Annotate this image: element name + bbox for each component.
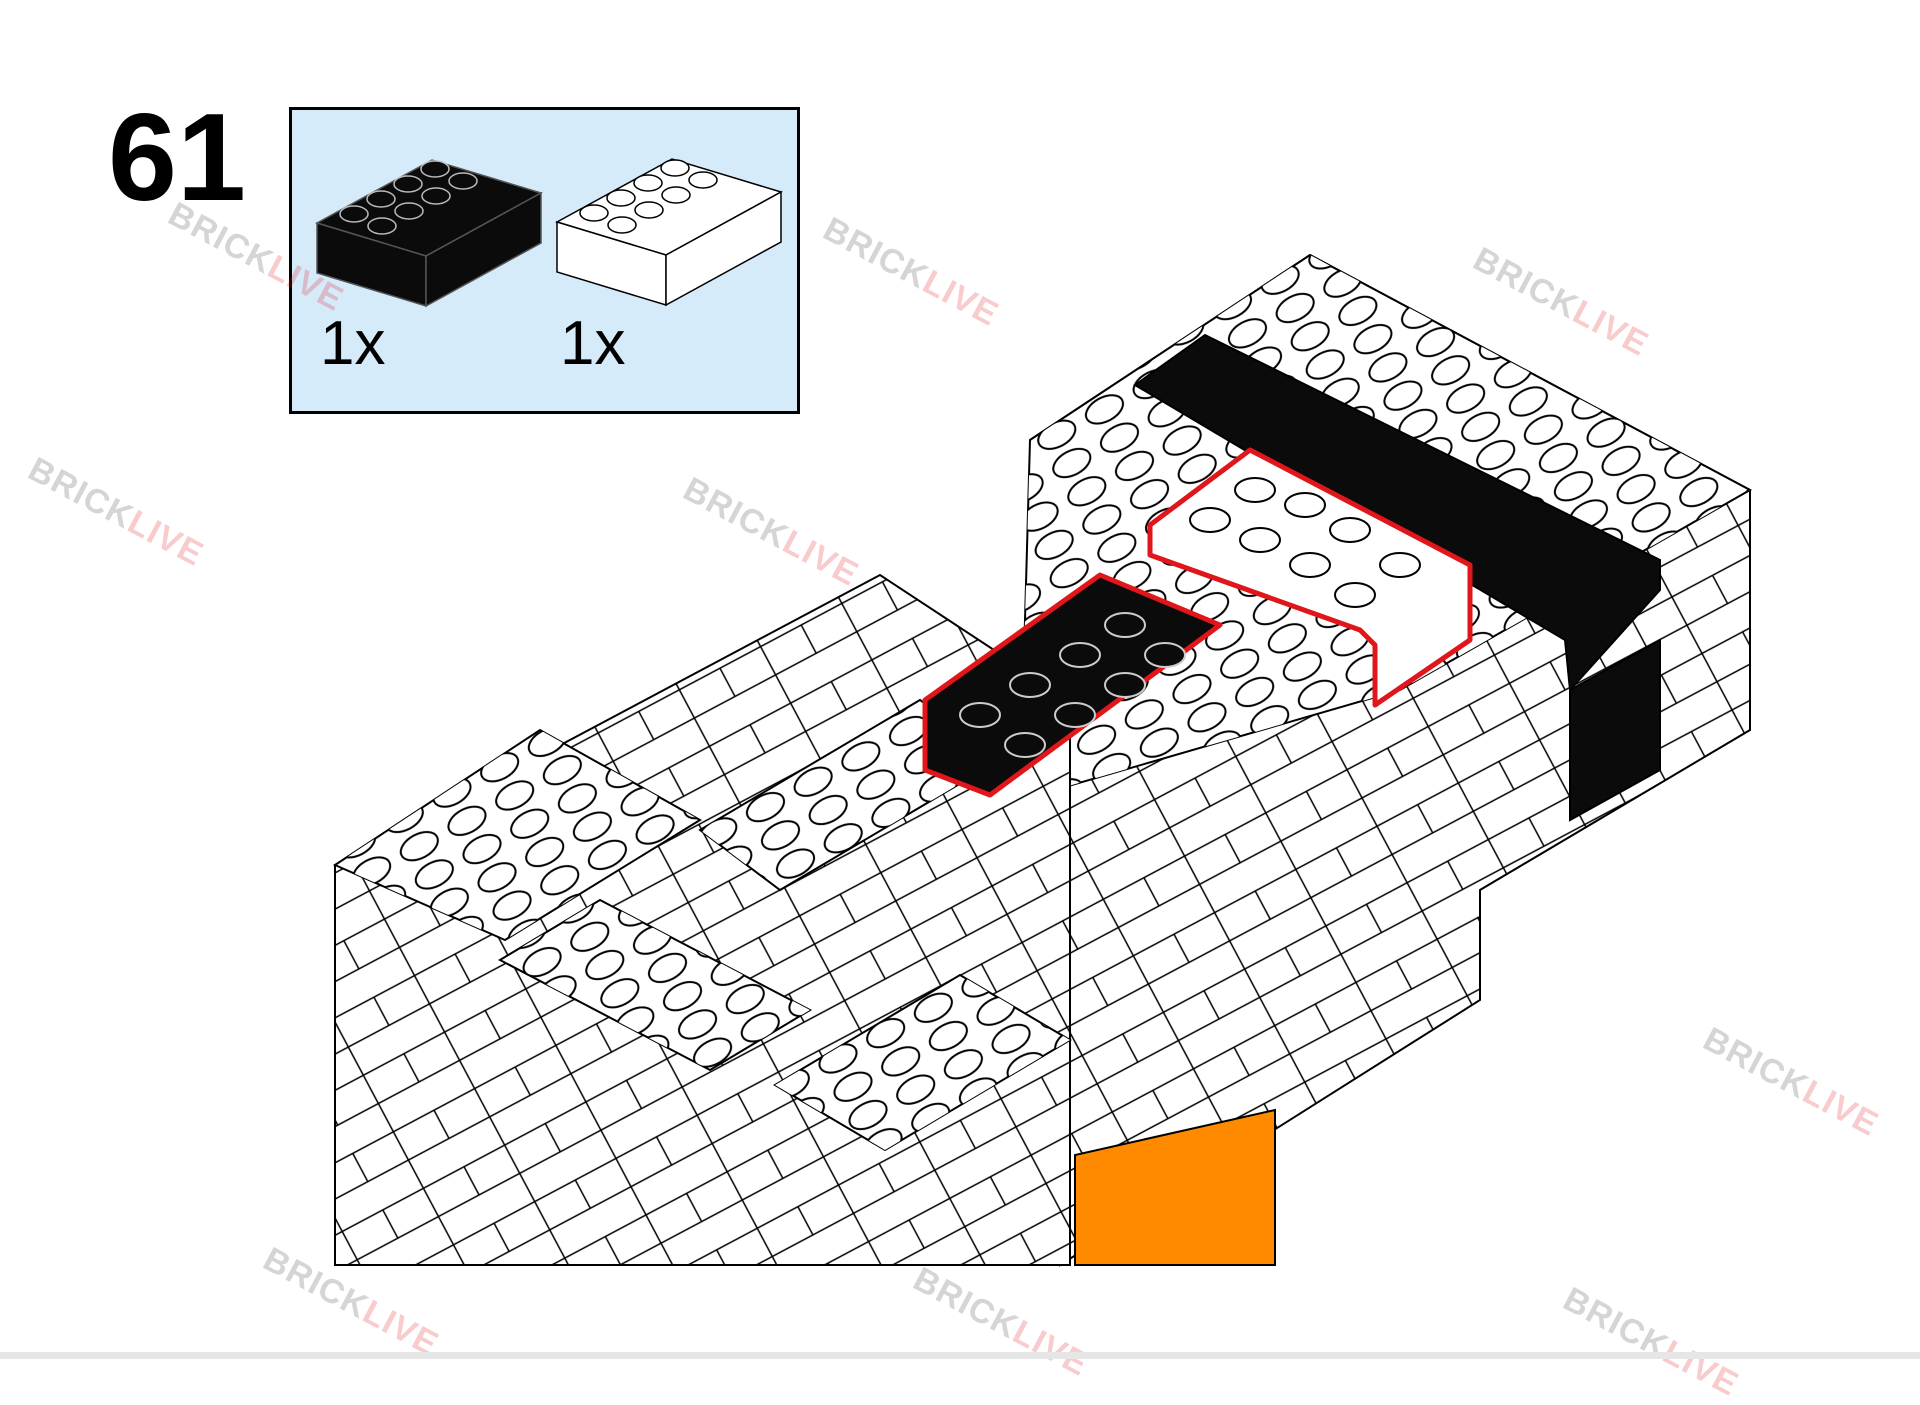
part-quantity-black: 1x xyxy=(320,309,386,378)
new-black-brick-highlight xyxy=(922,572,1223,798)
part-quantity-white: 1x xyxy=(560,309,626,378)
parts-illustration xyxy=(315,158,783,308)
brick-2x4-white-icon xyxy=(555,158,783,307)
step-number: 61 xyxy=(108,89,246,227)
bottom-rule xyxy=(0,1352,1920,1359)
parts-list-panel: 1x 1x xyxy=(289,107,800,414)
brick-2x4-black-icon xyxy=(315,159,543,308)
model-assembly-illustration xyxy=(332,253,1753,1267)
new-white-brick-highlight xyxy=(1147,447,1473,708)
